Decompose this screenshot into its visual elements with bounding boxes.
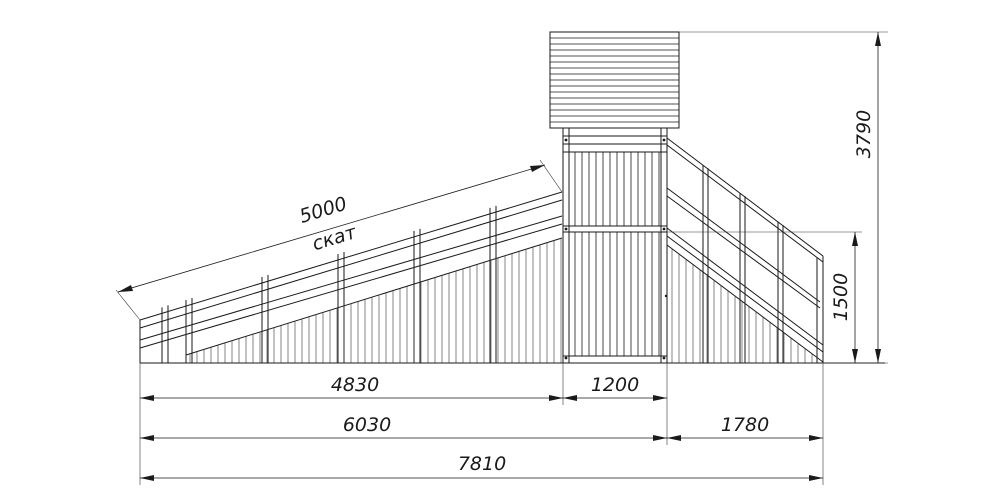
len-tower-label: 1200 (591, 374, 639, 396)
dimension-lines (115, 31, 888, 485)
slide-boards (189, 238, 562, 363)
len-stairs-label: 1780 (721, 414, 769, 436)
tower-boards (574, 152, 660, 356)
roof-boards (550, 37, 679, 123)
stair-boards (671, 248, 813, 363)
len-total-label: 7810 (458, 453, 506, 475)
slope-label: скат (310, 221, 360, 255)
tower-body (562, 151, 668, 364)
height-platform-label: 1500 (830, 273, 852, 321)
slope-length-label: 5000 (297, 193, 350, 228)
len-slope-tower-label: 6030 (343, 414, 391, 436)
tower-structure (549, 31, 680, 364)
stair-posts (702, 165, 784, 363)
height-total-label: 3790 (853, 110, 875, 158)
len-slope-label: 4830 (331, 374, 379, 396)
stairs-structure (666, 137, 824, 363)
slide-structure (139, 191, 563, 363)
